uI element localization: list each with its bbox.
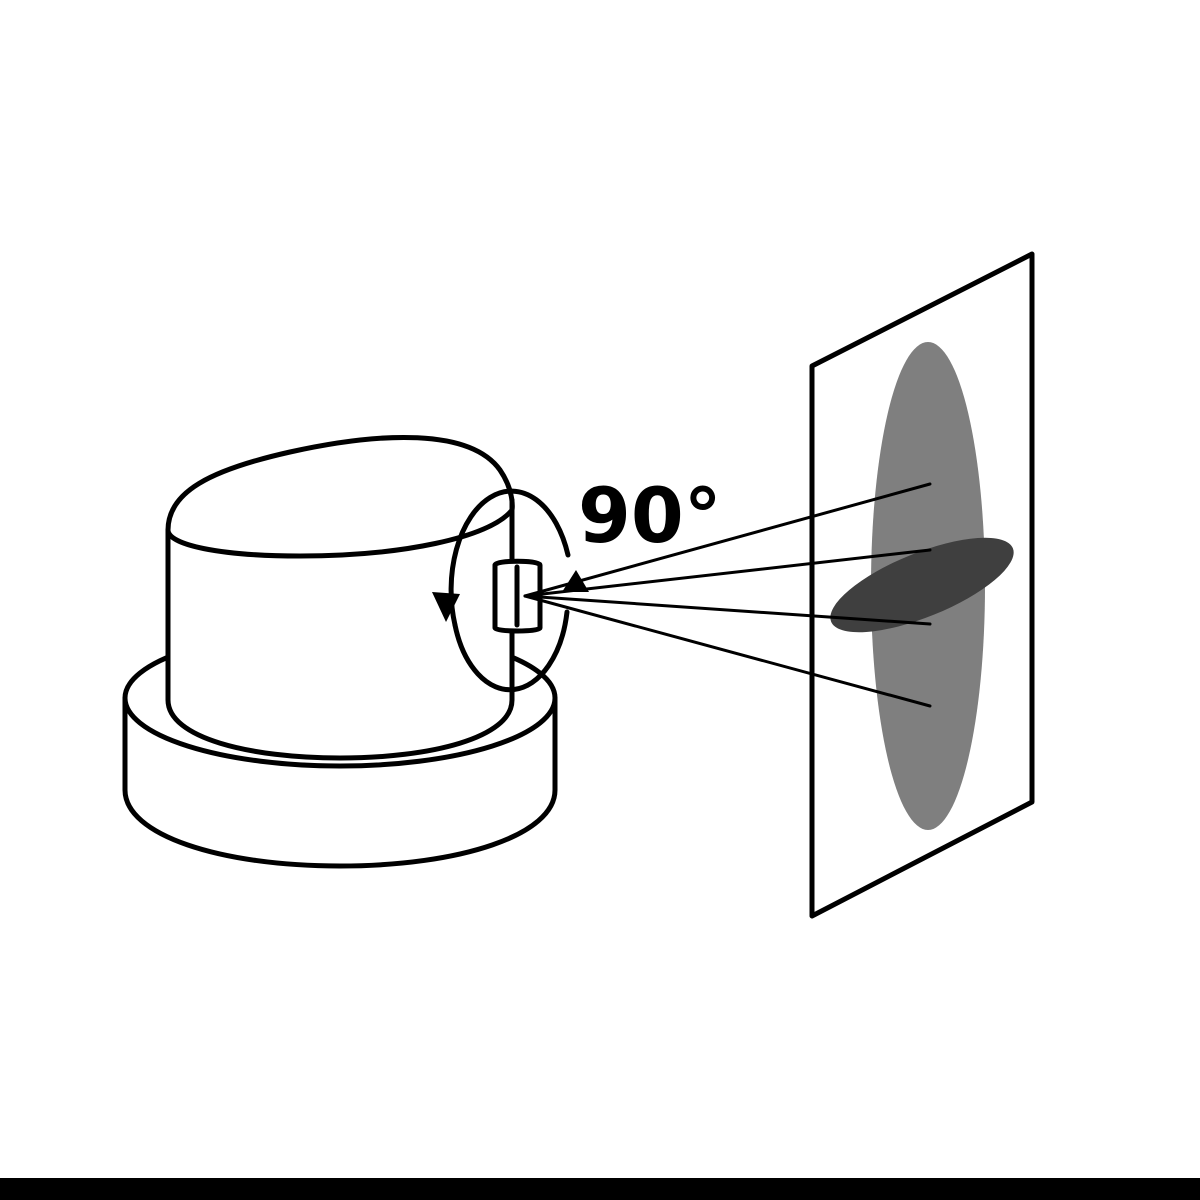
rotation-arrowhead-left [432,592,460,622]
angle-label: 90° [578,471,722,560]
laser-beam-4 [523,594,932,708]
bottom-bar [0,1178,1200,1200]
laser-beam-3 [523,594,932,626]
projection-screen-icon [809,251,1035,919]
laser-beams [523,482,932,708]
laser-beam-1 [523,482,932,598]
laser-emitter [492,558,543,634]
laser-beam-2 [523,548,932,598]
device-body [165,434,515,761]
horizontal-beam-projection [830,537,1014,633]
